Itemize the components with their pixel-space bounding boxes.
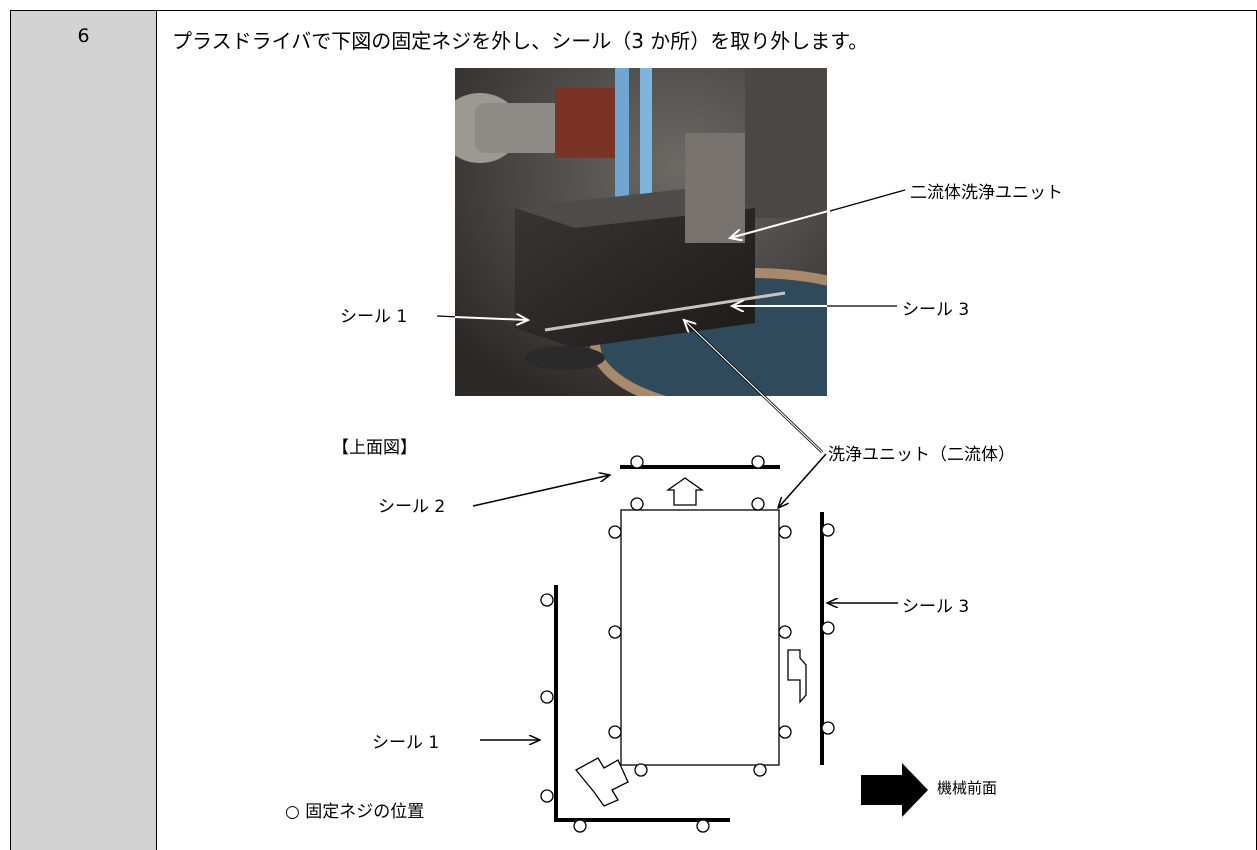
- wash-unit-outline: [620, 509, 780, 766]
- wash-unit-callout-diagram: [778, 453, 827, 508]
- machine-front-arrow: [861, 763, 928, 817]
- seal1-bar: [554, 585, 730, 822]
- seal2-arrow: [472, 475, 610, 507]
- label-seal2: シール 2: [378, 497, 446, 517]
- step-number-cell: 6: [10, 10, 157, 850]
- step-number: 6: [77, 25, 90, 47]
- instruction-text: プラスドライバで下図の固定ネジを外し、シール（3 か所）を取り外します。: [172, 29, 869, 53]
- label-unit: 二流体洗浄ユニット: [910, 183, 1063, 203]
- label-photo-seal3: シール 3: [902, 300, 970, 320]
- screw-legend: ○ 固定ネジの位置: [285, 802, 425, 822]
- label-wash-unit: 洗浄ユニット（二流体）: [828, 445, 1015, 465]
- label-seal3: シール 3: [902, 597, 970, 617]
- label-seal1: シール 1: [372, 733, 440, 753]
- label-machine-front: 機械前面: [937, 779, 998, 797]
- unit-photo: [455, 68, 827, 396]
- diagram-title: 【上面図】: [332, 438, 417, 458]
- label-photo-seal1: シール 1: [340, 307, 408, 327]
